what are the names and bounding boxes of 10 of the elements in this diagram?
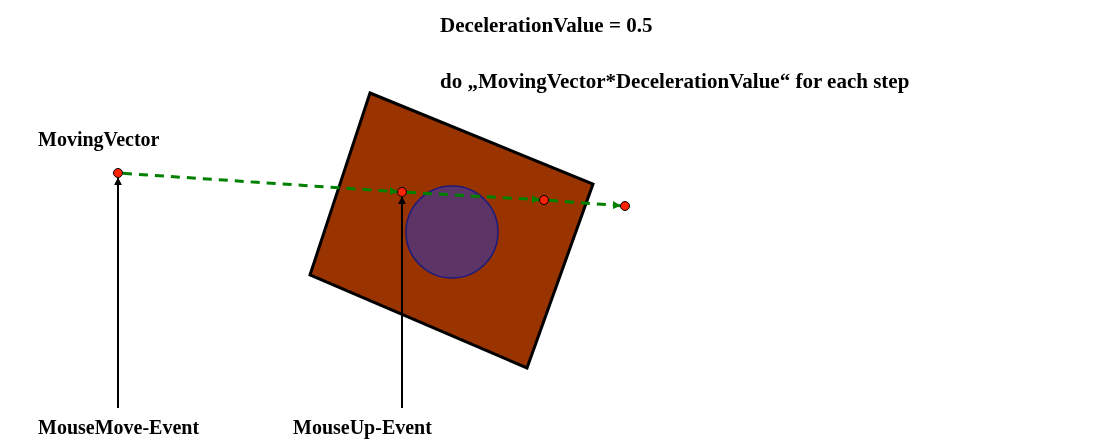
arrow	[398, 196, 406, 409]
vector-label: MovingVector	[38, 127, 160, 152]
arrow	[548, 198, 621, 210]
arrow	[406, 190, 540, 204]
arrow	[114, 177, 122, 409]
formula-note: DecelerationValue = 0.5	[440, 12, 654, 38]
arrow	[122, 171, 398, 196]
event-label: MouseUp-Event	[293, 415, 433, 440]
event-label: MouseMove-Event	[38, 415, 201, 440]
formula-note: do „MovingVector*DecelerationValue“ for each step	[440, 68, 910, 94]
